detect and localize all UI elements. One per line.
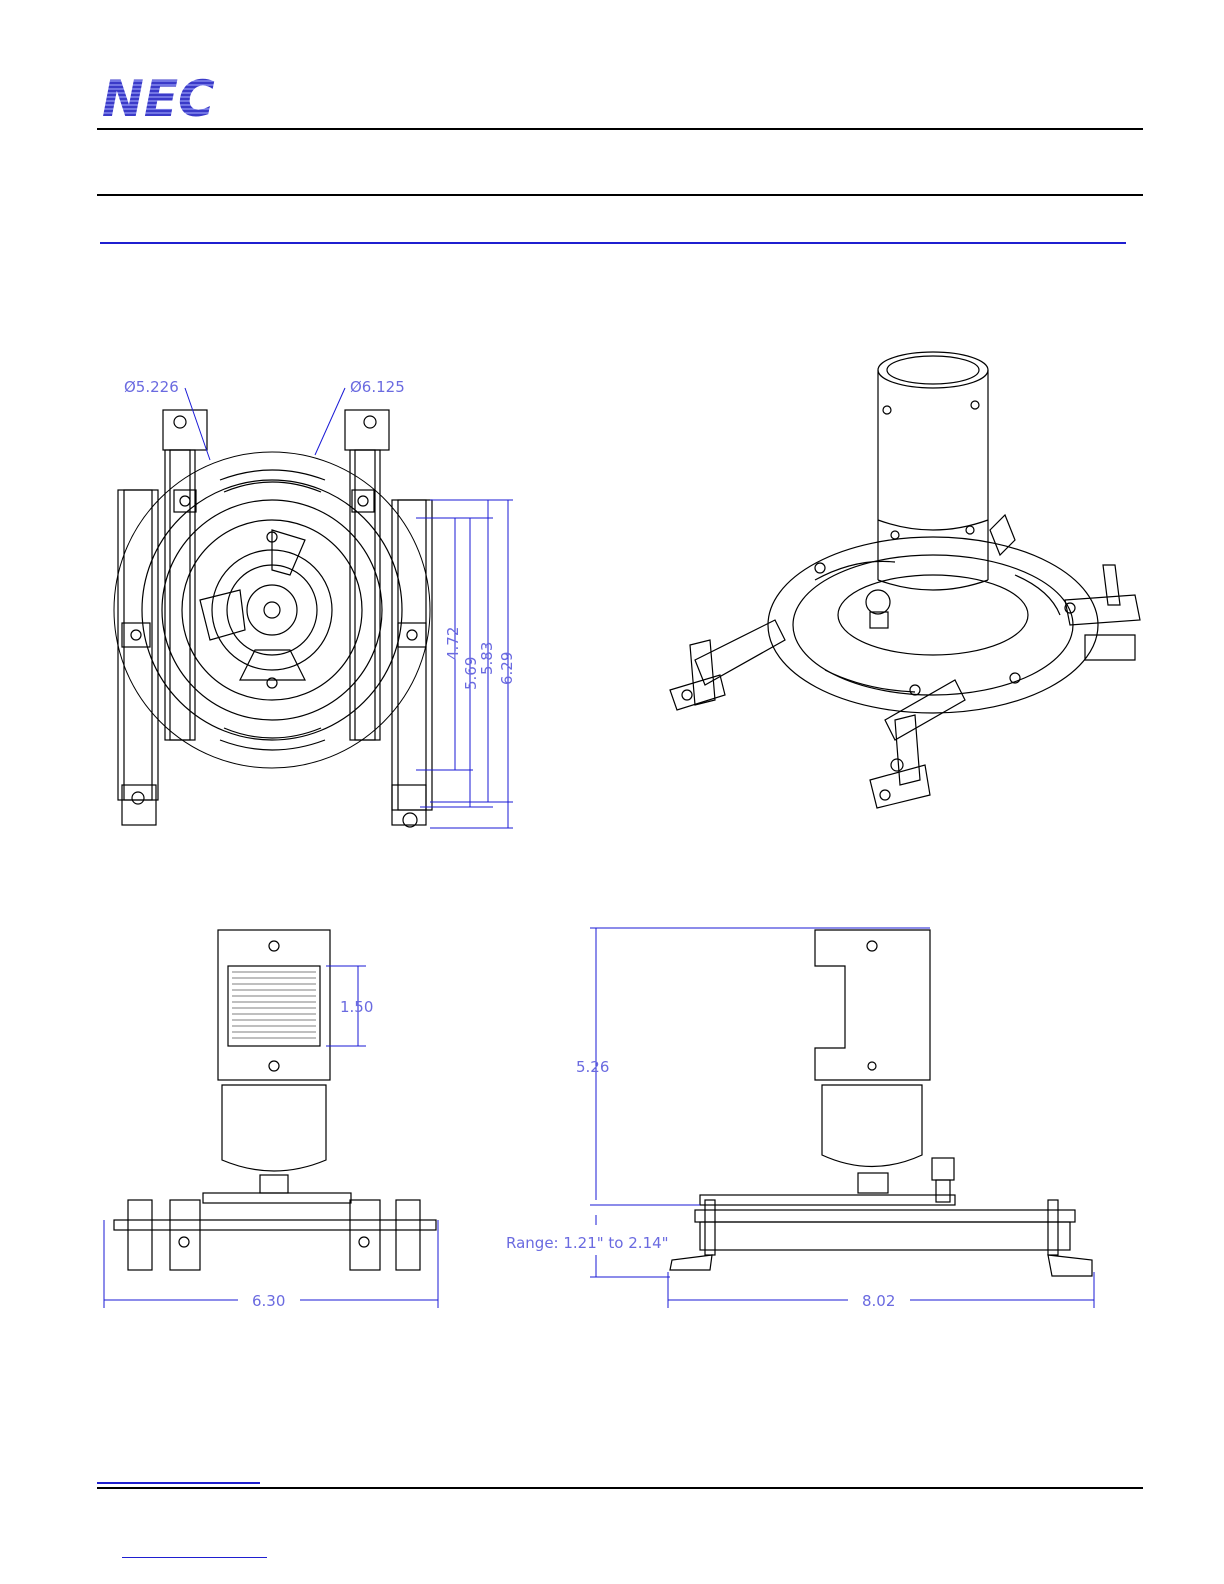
dim-8-02: 8.02 <box>862 1292 895 1310</box>
title-underline <box>100 242 1126 244</box>
footer-link-underline <box>97 1482 260 1484</box>
dim-5-83: 5.83 <box>478 642 496 675</box>
footer-link-underline-2 <box>122 1557 267 1558</box>
dim-5-26: 5.26 <box>576 1058 609 1076</box>
range-label: Range: 1.21" to 2.14" <box>506 1234 669 1252</box>
dim-4-72: 4.72 <box>444 627 462 660</box>
dim-dia-outer: Ø6.125 <box>350 378 405 396</box>
header-rule-bottom <box>97 194 1143 196</box>
dim-6-29: 6.29 <box>498 652 516 685</box>
isometric-view-drawing <box>665 340 1145 815</box>
front-view-drawing: 1.50 6.30 <box>100 920 450 1315</box>
top-view-drawing: Ø5.226 Ø6.125 4.72 5.69 5.83 6.29 <box>100 370 530 840</box>
dim-dia-inner: Ø5.226 <box>124 378 179 396</box>
header-rule-top <box>97 128 1143 130</box>
logo-text: NEC <box>102 74 215 122</box>
side-view-drawing: 5.26 Range: 1.21" to 2.14" 8.02 <box>500 920 1100 1315</box>
footer-rule <box>97 1487 1143 1489</box>
nec-logo: NEC <box>100 74 272 122</box>
dim-1-50: 1.50 <box>340 998 373 1016</box>
dim-6-30: 6.30 <box>252 1292 285 1310</box>
